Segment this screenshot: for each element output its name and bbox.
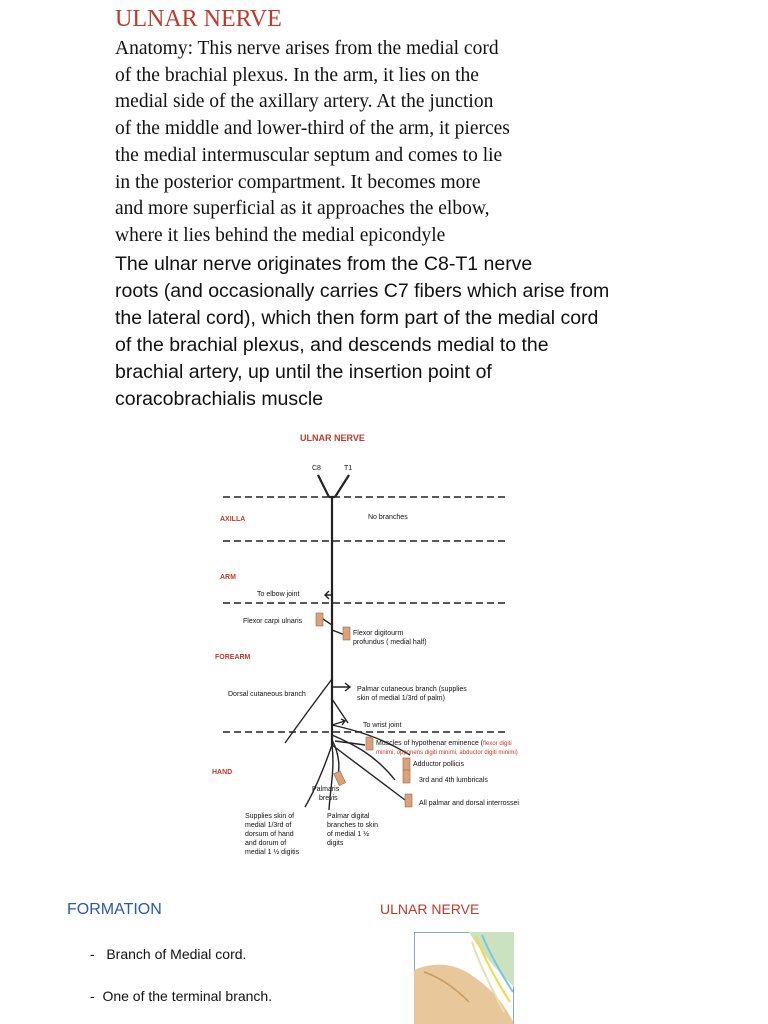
region-arm: ARM [220, 574, 236, 581]
anatomy-line: the medial intermuscular septum and come… [115, 144, 503, 166]
label-hypothenar: Muscles of hypothenar eminence (flexor d… [376, 740, 512, 747]
label-dorsal-cutaneous: Dorsal cutaneous branch [228, 691, 306, 698]
label-palmar-digital: of medial 1 ½ [327, 830, 369, 838]
label-skin-dorsum: medial 1/3rd of [245, 822, 291, 829]
formation-item: - Branch of Medial cord. [90, 946, 247, 962]
anatomy-line: Anatomy: This nerve arises from the medi… [115, 38, 499, 59]
anatomy-line: medial side of the axillary artery. At t… [115, 91, 494, 113]
label-skin-dorsum: medial 1 ½ digitis [245, 848, 300, 856]
root-t1: T1 [344, 465, 352, 472]
anatomy-line: in the posterior compartment. It becomes… [115, 171, 481, 193]
region-forearm: FOREARM [215, 654, 251, 661]
nerve-branch [284, 678, 333, 744]
label-palmar-digital: Palmar digital [327, 813, 370, 820]
label-palmar-digital: digits [327, 840, 344, 847]
nerve-branch [331, 744, 406, 801]
label-lumbricals: 3rd and 4th lumbricals [419, 777, 488, 784]
nerve-branch [331, 698, 349, 724]
anatomy-paragraph: Anatomy: This nerve arises from the medi… [115, 36, 675, 250]
label-elbow-joint: To elbow joint [257, 591, 299, 598]
muscle-block [342, 626, 351, 641]
nerve-branch [324, 590, 332, 600]
label-palmar-cutaneous: skin of medial 1/3rd of palm) [357, 695, 445, 702]
ulnar-nerve-diagram: ULNAR NERVE C8 T1 AXILLA ARM FOREARM HAN… [212, 433, 519, 856]
origin-line: brachial artery, up until the insertion … [115, 361, 492, 383]
formation-item: - One of the terminal branch. [90, 988, 273, 1004]
anatomy-line: and more superficial as it approaches th… [115, 198, 490, 220]
nerve-branch [328, 744, 334, 811]
nerve-branch [334, 740, 366, 746]
region-hand: HAND [212, 769, 232, 776]
label-no-branches: No branches [368, 514, 408, 521]
muscle-block [315, 612, 324, 627]
nerve-branch [304, 744, 333, 808]
origin-line: roots (and occasionally carries C7 fiber… [115, 280, 610, 302]
anatomy-line: where it lies behind the medial epicondy… [115, 224, 446, 246]
anatomy-line: of the brachial plexus. In the arm, it l… [115, 64, 479, 86]
nerve-branch [332, 682, 352, 692]
origin-line: The ulnar nerve originates from the C8-T… [115, 253, 533, 275]
label-interossei: All palmar and dorsal interrossei [419, 800, 519, 807]
origin-line: of the brachial plexus, and descends med… [115, 334, 549, 356]
diagram-title: ULNAR NERVE [300, 433, 365, 443]
shoulder-illustration [414, 932, 514, 1024]
label-palmaris-brevis: brevis [319, 795, 338, 802]
nerve-branch [331, 734, 396, 781]
label-skin-dorsum: and dorum of [245, 840, 286, 847]
region-axilla: AXILLA [220, 516, 245, 523]
label-skin-dorsum: dorsum of hand [245, 831, 294, 838]
label-hypothenar: minimi, opponens digiti minimi, abductor… [376, 750, 518, 756]
muscle-block [365, 736, 374, 751]
label-adductor-pollicis: Adductor pollicis [413, 761, 464, 768]
root-c8: C8 [312, 465, 321, 472]
label-skin-dorsum: Supplies skin of [245, 813, 294, 820]
origin-paragraph: The ulnar nerve originates from the C8-T… [115, 251, 715, 413]
label-palmaris-brevis: Palmaris [312, 786, 340, 793]
muscle-block [404, 793, 413, 808]
nerve-roots [317, 474, 350, 498]
nerve-trunk [329, 495, 335, 745]
page-title: ULNAR NERVE [115, 6, 282, 32]
label-fcu: Flexor carpi ulnaris [243, 618, 303, 625]
label-palmar-cutaneous: Palmar cutaneous branch (supplies [357, 686, 467, 693]
side-heading: ULNAR NERVE [380, 901, 480, 917]
formation-heading: FORMATION [67, 901, 162, 918]
anatomy-line: of the middle and lower-third of the arm… [115, 118, 510, 140]
muscle-block [402, 769, 411, 784]
label-fdp: profundus ( medial half) [353, 639, 427, 646]
origin-line: the lateral cord), which then form part … [115, 307, 599, 329]
label-palmar-digital: branches to skin [327, 822, 378, 829]
nerve-branch [331, 724, 411, 756]
label-fdp: Flexor digitourm [353, 630, 403, 637]
label-wrist-joint: To wrist joint [363, 722, 402, 729]
muscle-block [402, 757, 411, 772]
muscle-block [333, 770, 346, 787]
nerve-branch [331, 718, 347, 726]
origin-line: coracobrachialis muscle [115, 388, 324, 410]
